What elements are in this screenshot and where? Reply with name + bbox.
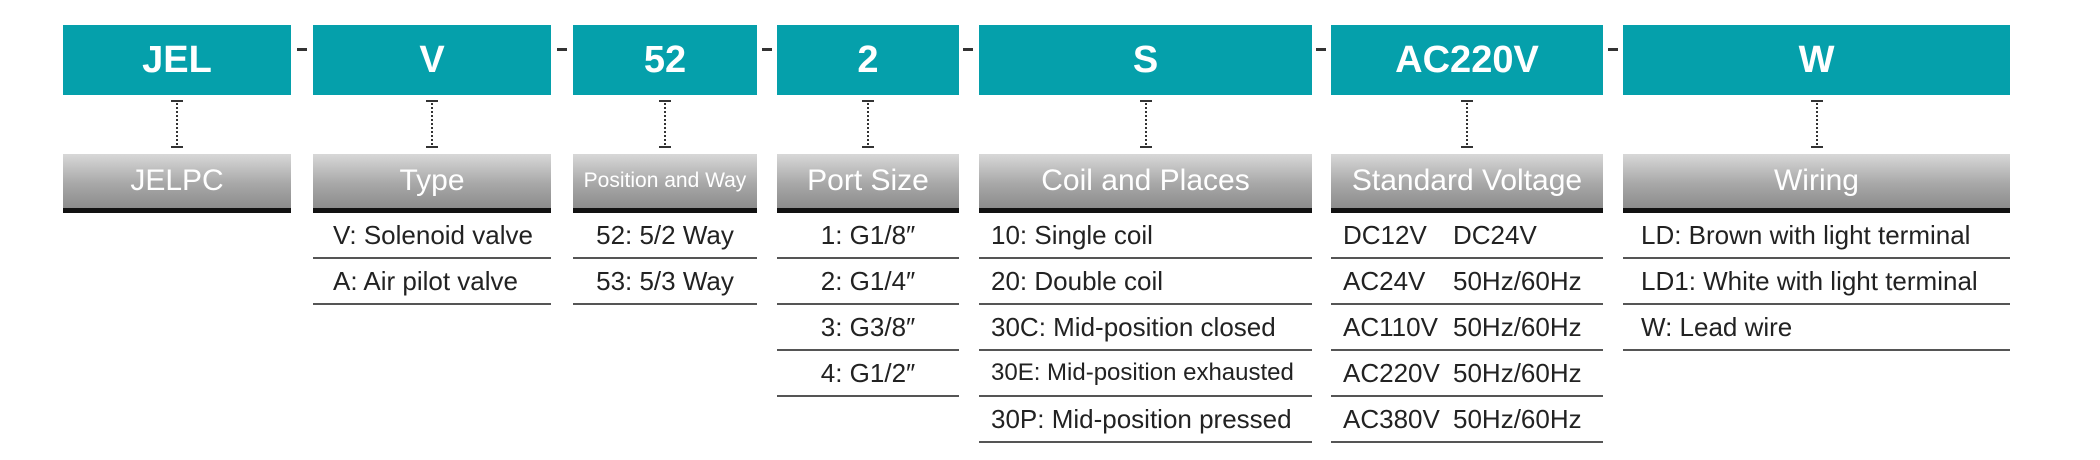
connector-voltage bbox=[1461, 100, 1473, 148]
separator-dash bbox=[1608, 48, 1618, 51]
separator-dash bbox=[963, 48, 973, 51]
list-type: V: Solenoid valve A: Air pilot valve bbox=[313, 213, 551, 305]
frequency-value: 50Hz/60Hz bbox=[1453, 265, 1582, 296]
list-item: AC110V 50Hz/60Hz bbox=[1331, 305, 1603, 351]
frequency-value: 50Hz/60Hz bbox=[1453, 357, 1582, 388]
list-item: AC220V 50Hz/60Hz bbox=[1331, 351, 1603, 397]
list-item: AC380V 50Hz/60Hz bbox=[1331, 397, 1603, 443]
list-coil: 10: Single coil 20: Double coil 30C: Mid… bbox=[979, 213, 1312, 443]
list-item: 1: G1/8″ bbox=[777, 213, 959, 259]
connector-port-size bbox=[862, 100, 874, 148]
list-item: 20: Double coil bbox=[979, 259, 1312, 305]
connector-type bbox=[426, 100, 438, 148]
voltage-label: DC12V bbox=[1343, 219, 1427, 250]
list-position-way: 52: 5/2 Way 53: 5/3 Way bbox=[573, 213, 757, 305]
list-item: AC24V 50Hz/60Hz bbox=[1331, 259, 1603, 305]
header-position-way: Position and Way bbox=[573, 154, 757, 213]
list-item: LD1: White with light terminal bbox=[1623, 259, 2010, 305]
voltage-label: AC220V bbox=[1343, 357, 1440, 388]
voltage-label: AC24V bbox=[1343, 265, 1426, 296]
list-item: 30P: Mid-position pressed bbox=[979, 397, 1312, 443]
voltage-label: AC380V bbox=[1343, 403, 1440, 434]
separator-dash bbox=[762, 48, 772, 51]
list-item: 4: G1/2″ bbox=[777, 351, 959, 397]
list-item: 30E: Mid-position exhausted bbox=[979, 351, 1312, 397]
list-item: 10: Single coil bbox=[979, 213, 1312, 259]
list-wiring: LD: Brown with light terminal LD1: White… bbox=[1623, 213, 2010, 351]
list-item: 30C: Mid-position closed bbox=[979, 305, 1312, 351]
voltage-label: AC110V bbox=[1343, 311, 1438, 342]
list-item: 3: G3/8″ bbox=[777, 305, 959, 351]
connector-position-way bbox=[659, 100, 671, 148]
list-item: 53: 5/3 Way bbox=[573, 259, 757, 305]
code-box-wiring: W bbox=[1623, 25, 2010, 95]
list-item: V: Solenoid valve bbox=[313, 213, 551, 259]
separator-dash bbox=[557, 48, 567, 51]
list-item: DC12V DC24V bbox=[1331, 213, 1603, 259]
frequency-value: 50Hz/60Hz bbox=[1453, 311, 1582, 342]
code-box-type: V bbox=[313, 25, 551, 95]
list-item: LD: Brown with light terminal bbox=[1623, 213, 2010, 259]
connector-wiring bbox=[1811, 100, 1823, 148]
frequency-value: 50Hz/60Hz bbox=[1453, 403, 1582, 434]
separator-dash bbox=[297, 48, 307, 51]
code-box-position-way: 52 bbox=[573, 25, 757, 95]
list-item: 2: G1/4″ bbox=[777, 259, 959, 305]
list-item: A: Air pilot valve bbox=[313, 259, 551, 305]
header-series: JELPC bbox=[63, 154, 291, 213]
connector-coil bbox=[1140, 100, 1152, 148]
header-port-size: Port Size bbox=[777, 154, 959, 213]
header-wiring: Wiring bbox=[1623, 154, 2010, 213]
code-box-series: JEL bbox=[63, 25, 291, 95]
separator-dash bbox=[1316, 48, 1326, 51]
list-port-size: 1: G1/8″ 2: G1/4″ 3: G3/8″ 4: G1/2″ bbox=[777, 213, 959, 397]
list-item: 52: 5/2 Way bbox=[573, 213, 757, 259]
header-voltage: Standard Voltage bbox=[1331, 154, 1603, 213]
code-box-voltage: AC220V bbox=[1331, 25, 1603, 95]
list-voltage: DC12V DC24V AC24V 50Hz/60Hz AC110V 50Hz/60H… bbox=[1331, 213, 1603, 443]
header-type: Type bbox=[313, 154, 551, 213]
code-box-coil: S bbox=[979, 25, 1312, 95]
list-item: W: Lead wire bbox=[1623, 305, 2010, 351]
header-coil: Coil and Places bbox=[979, 154, 1312, 213]
connector-series bbox=[171, 100, 183, 148]
code-box-port-size: 2 bbox=[777, 25, 959, 95]
voltage-value: DC24V bbox=[1453, 219, 1537, 250]
